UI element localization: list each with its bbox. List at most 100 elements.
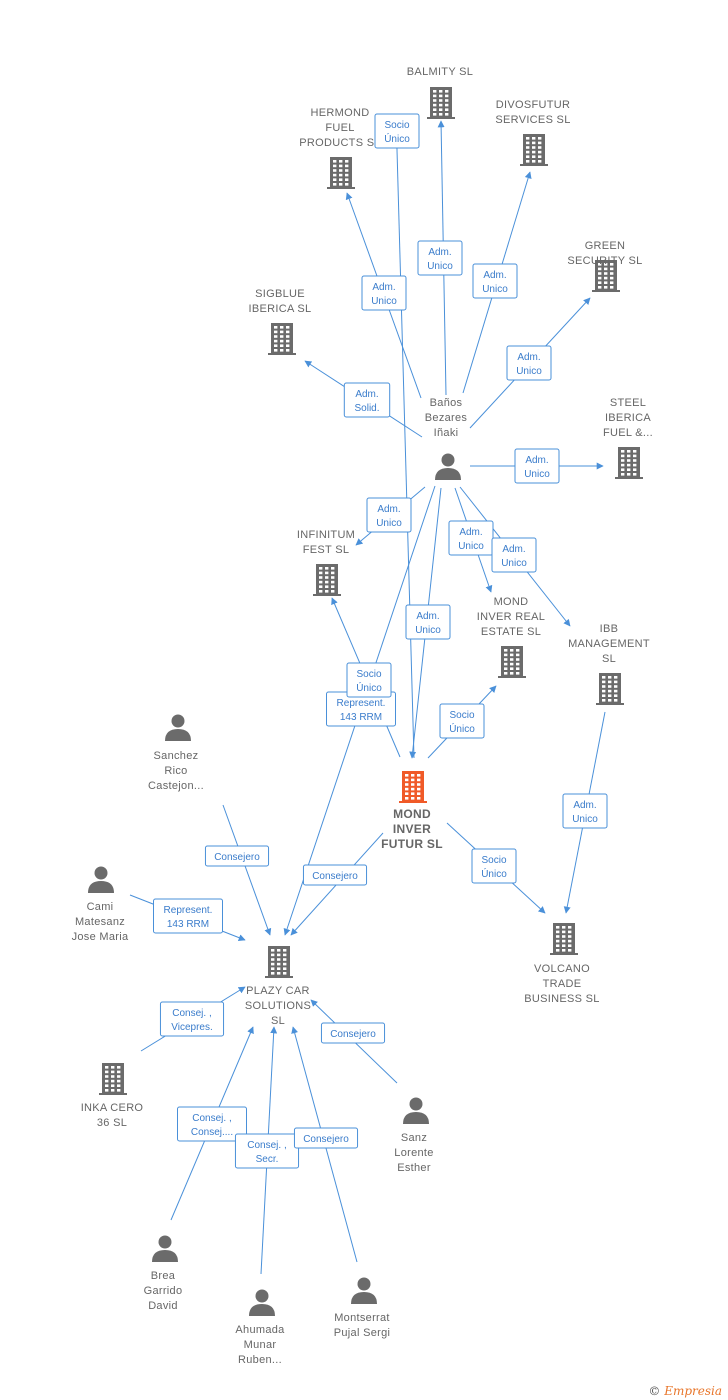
- building-icon[interactable]: [399, 771, 427, 803]
- building-icon[interactable]: [99, 1063, 127, 1095]
- node-balmity[interactable]: BALMITY SL: [407, 66, 473, 119]
- edge-label-box[interactable]: [293, 1127, 359, 1149]
- edge-label-box[interactable]: [204, 845, 270, 867]
- edge-label[interactable]: Adm.Unico: [417, 240, 463, 276]
- edge-label-text: Adm.: [483, 270, 506, 281]
- building-icon[interactable]: [550, 923, 578, 955]
- edge-label[interactable]: Consejero: [293, 1127, 359, 1149]
- building-icon[interactable]: [265, 946, 293, 978]
- person-icon[interactable]: [152, 1235, 178, 1263]
- edge-label[interactable]: Consejero: [320, 1022, 386, 1044]
- node-label: Iñaki: [434, 427, 459, 439]
- building-icon[interactable]: [427, 87, 455, 119]
- person-icon[interactable]: [403, 1097, 429, 1125]
- building-icon[interactable]: [268, 323, 296, 355]
- node-ahumada[interactable]: AhumadaMunarRuben...: [235, 1289, 285, 1367]
- edge-label-text: Unico: [458, 541, 484, 552]
- edge-label-box[interactable]: [366, 497, 412, 533]
- person-icon[interactable]: [88, 866, 114, 894]
- edge-label[interactable]: Adm.Unico: [506, 345, 552, 381]
- edge-label-box[interactable]: [346, 662, 392, 698]
- edge-label-text: Adm.: [525, 455, 548, 466]
- node-sanchez[interactable]: SanchezRicoCastejon...: [148, 714, 204, 793]
- edge-label-box[interactable]: [159, 1001, 225, 1037]
- building-icon[interactable]: [498, 646, 526, 678]
- edge-label[interactable]: Represent.143 RRM: [153, 898, 223, 934]
- edge-label-text: Unico: [516, 366, 542, 377]
- person-icon[interactable]: [165, 714, 191, 742]
- building-icon[interactable]: [592, 260, 620, 292]
- edge-label[interactable]: Adm.Unico: [514, 448, 560, 484]
- edge-label-text: Socio: [449, 710, 474, 721]
- person-icon[interactable]: [351, 1277, 377, 1305]
- edge-label-box[interactable]: [471, 848, 517, 884]
- edge-label-text: Unico: [415, 625, 441, 636]
- edge-label-box[interactable]: [506, 345, 552, 381]
- edge-label[interactable]: Consej. ,Consej....: [177, 1106, 247, 1142]
- node-label: GREEN: [585, 240, 626, 252]
- edge-label-box[interactable]: [374, 113, 420, 149]
- building-icon[interactable]: [313, 564, 341, 596]
- person-icon[interactable]: [435, 453, 461, 481]
- edge-label[interactable]: Adm.Unico: [366, 497, 412, 533]
- edge-label-text: Socio: [481, 855, 506, 866]
- edge-label[interactable]: Adm.Unico: [472, 263, 518, 299]
- edge-label-box[interactable]: [439, 703, 485, 739]
- edge-label-box[interactable]: [153, 898, 223, 934]
- edge-label[interactable]: Adm.Unico: [361, 275, 407, 311]
- edge-label-box[interactable]: [491, 537, 537, 573]
- edge-label-box[interactable]: [320, 1022, 386, 1044]
- edge-label-text: Adm.: [377, 504, 400, 515]
- edge-label[interactable]: Consejero: [302, 864, 368, 886]
- edge-label-box[interactable]: [361, 275, 407, 311]
- edge-label[interactable]: Adm.Unico: [562, 793, 608, 829]
- edge-label-box[interactable]: [472, 263, 518, 299]
- edge-label[interactable]: Represent.143 RRM: [326, 691, 396, 727]
- edge-label-box[interactable]: [177, 1106, 247, 1142]
- edge-label[interactable]: Adm.Solid.: [343, 382, 391, 418]
- edge-label-box[interactable]: [514, 448, 560, 484]
- person-icon[interactable]: [249, 1289, 275, 1317]
- edge-label-box[interactable]: [343, 382, 391, 418]
- edge-label[interactable]: Consejero: [204, 845, 270, 867]
- building-icon[interactable]: [327, 157, 355, 189]
- building-icon[interactable]: [596, 673, 624, 705]
- edge-label-box[interactable]: [405, 604, 451, 640]
- edge-label-box[interactable]: [234, 1133, 300, 1169]
- edge-label-box[interactable]: [562, 793, 608, 829]
- building-icon[interactable]: [520, 134, 548, 166]
- edge-label-box[interactable]: [417, 240, 463, 276]
- building-icon[interactable]: [615, 447, 643, 479]
- node-label: SOLUTIONS: [245, 1000, 311, 1012]
- edge-label[interactable]: Adm.Unico: [405, 604, 451, 640]
- edge-label[interactable]: Consej. ,Vicepres.: [159, 1001, 225, 1037]
- edge-label[interactable]: Adm.Unico: [491, 537, 537, 573]
- node-label: Lorente: [394, 1147, 433, 1159]
- brand-logo[interactable]: Empresia: [664, 1384, 722, 1398]
- edge-label[interactable]: Consej. ,Secr.: [234, 1133, 300, 1169]
- edge-label[interactable]: Adm.Unico: [448, 520, 494, 556]
- edge-label-box[interactable]: [302, 864, 368, 886]
